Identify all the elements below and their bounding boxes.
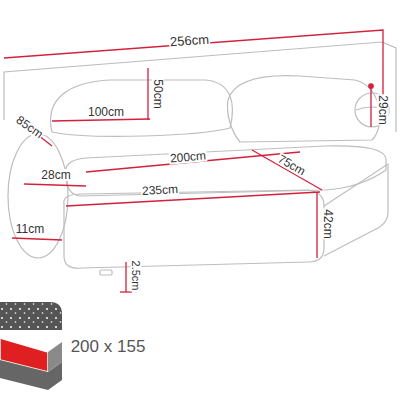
- dimension-lines: [4, 30, 383, 292]
- icon-side: [48, 342, 62, 372]
- backrest-frame: [4, 42, 396, 132]
- dimension-label: 75cm: [275, 152, 308, 178]
- bolster-pillow: [355, 93, 389, 127]
- bed-size-label: 200 x 155: [70, 338, 147, 355]
- dimension-label: 100cm: [87, 106, 125, 118]
- icon-texture: [0, 302, 62, 330]
- dimension-label: 29cm: [377, 94, 389, 125]
- back-cushion: [228, 76, 380, 142]
- dimension-line: [4, 30, 383, 100]
- sofa-outline: [4, 42, 396, 275]
- dimension-end: [369, 84, 373, 88]
- dimension-line: [370, 88, 371, 127]
- dimension-line: [66, 192, 320, 206]
- dimension-label: 200cm: [169, 149, 208, 164]
- seat-cushion: [65, 146, 386, 196]
- sofa-bed-icon: [0, 302, 62, 390]
- back-cushion: [51, 80, 233, 136]
- dimension-line: [24, 184, 86, 186]
- dimension-line: [147, 68, 148, 120]
- dimension-line: [252, 150, 322, 190]
- dimension-label: 28cm: [40, 169, 71, 181]
- dimension-line: [52, 119, 150, 121]
- sofa-base: [64, 190, 324, 268]
- dimension-label: 50cm: [152, 78, 164, 109]
- dimension-label: 235cm: [141, 183, 180, 197]
- dimension-label: 85cm: [14, 113, 47, 141]
- dimension-line: [120, 291, 132, 292]
- dimension-label: 42cm: [322, 208, 334, 239]
- dimension-label: 11cm: [15, 223, 45, 235]
- dimension-line: [12, 238, 62, 240]
- dimension-label: 256cm: [169, 32, 211, 48]
- dimension-label: 2.5cm: [131, 259, 142, 291]
- armrest: [8, 134, 68, 258]
- icon-backrest: [0, 302, 62, 330]
- dimension-line: [125, 262, 126, 292]
- sofa-leg: [100, 270, 112, 275]
- dimension-line: [316, 192, 317, 258]
